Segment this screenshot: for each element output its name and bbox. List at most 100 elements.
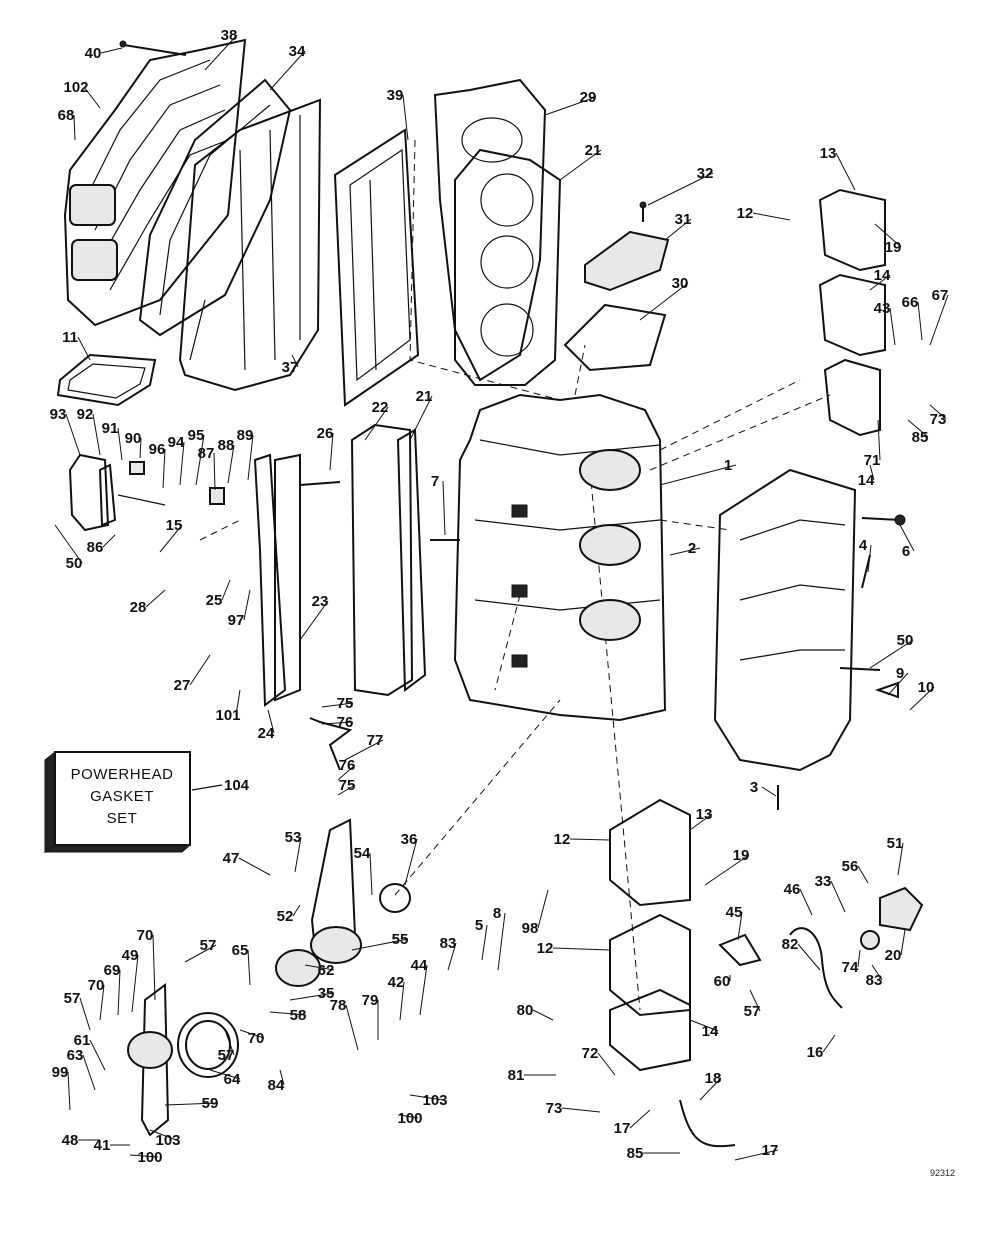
callout-leader-100: [399, 1114, 419, 1119]
callout-51: 51: [887, 835, 904, 852]
callout-54: 54: [354, 845, 371, 862]
callout-leader-73: [929, 404, 947, 420]
cylinder-block: [453, 393, 667, 722]
callout-102: 102: [63, 79, 88, 96]
callout-67: 67: [932, 287, 949, 304]
callout-leader-90: [139, 437, 142, 459]
callout-leader-73: [561, 1107, 601, 1113]
callout-2: 2: [688, 540, 696, 557]
callout-103: 103: [422, 1092, 447, 1109]
callout-16: 16: [807, 1044, 824, 1061]
callout-leader-96: [162, 448, 166, 489]
callout-leader-15: [159, 524, 183, 553]
callout-62: 62: [318, 962, 335, 979]
callout-13: 13: [696, 806, 713, 823]
callout-68: 68: [58, 107, 75, 124]
callout-15: 15: [166, 517, 183, 534]
callout-96: 96: [149, 441, 166, 458]
bearing-set: [275, 949, 321, 987]
piston-ring-set: [177, 1012, 239, 1078]
callout-41: 41: [94, 1137, 111, 1154]
callout-55: 55: [392, 931, 409, 948]
callout-47: 47: [223, 850, 240, 867]
callout-87: 87: [198, 445, 215, 462]
callout-40: 40: [85, 45, 102, 62]
callout-52: 52: [277, 908, 294, 925]
callout-leader-28: [145, 589, 166, 608]
callout-leader-80: [532, 1009, 554, 1021]
callout-leader-78: [345, 1004, 359, 1051]
callout-leader-23: [299, 600, 329, 641]
callout-leader-37: [291, 354, 299, 368]
callout-61: 61: [74, 1032, 91, 1049]
carburetor-linkage: [309, 717, 353, 771]
callout-83: 83: [440, 935, 457, 952]
callout-26: 26: [317, 425, 334, 442]
callout-50: 50: [897, 632, 914, 649]
callout-leader-71: [877, 419, 881, 461]
callout-12: 12: [554, 831, 571, 848]
callout-23: 23: [312, 593, 329, 610]
callout-85: 85: [627, 1145, 644, 1162]
manifold-gasket: [396, 428, 427, 692]
callout-leader-87: [213, 452, 216, 491]
gasket-set-number: 104: [224, 777, 250, 794]
callout-leader-55: [351, 938, 409, 951]
callout-leader-85: [907, 419, 929, 438]
callout-42: 42: [388, 974, 405, 991]
callout-69: 69: [104, 962, 121, 979]
callout-leader-76: [321, 721, 354, 725]
callout-64: 64: [224, 1071, 241, 1088]
callout-leader-33: [830, 880, 846, 913]
callout-leader-34: [269, 50, 306, 91]
callout-leader-94: [179, 441, 185, 486]
callout-57: 57: [64, 990, 81, 1007]
callout-1: 1: [724, 457, 732, 474]
callout-leader-70: [99, 984, 105, 1021]
callout-17: 17: [614, 1120, 631, 1137]
callout-18: 18: [705, 1070, 722, 1087]
callout-leader-14: [869, 464, 875, 481]
callout-3: 3: [750, 779, 758, 796]
callout-66: 66: [902, 294, 919, 311]
callout-14: 14: [858, 472, 875, 489]
callout-leader-83: [871, 964, 883, 981]
thermostat-gasket: [563, 303, 667, 372]
callout-57: 57: [744, 1003, 761, 1020]
callout-leader-21: [409, 395, 433, 441]
callout-76: 76: [337, 714, 354, 731]
intake-cover-part: [63, 38, 247, 327]
exhaust-cover-gasket: [138, 78, 292, 337]
callout-49: 49: [122, 947, 139, 964]
callout-leader-10: [909, 686, 935, 711]
callout-56: 56: [842, 858, 859, 875]
callout-45: 45: [726, 904, 743, 921]
cylinder-head: [433, 78, 547, 382]
callout-leader-97: [243, 589, 251, 621]
callout-27: 27: [174, 677, 191, 694]
reed-valve-stack-top: [818, 188, 886, 437]
callout-leader-16: [822, 1034, 836, 1053]
callout-leader-89: [247, 434, 254, 481]
callout-leader-14: [869, 274, 891, 291]
callout-leader-29: [544, 96, 597, 116]
callout-14: 14: [702, 1023, 719, 1040]
callout-leader-67: [929, 294, 949, 346]
callout-22: 22: [372, 399, 389, 416]
gasket-set-line-3: SET: [107, 810, 138, 827]
callout-leader-26: [329, 432, 334, 471]
callout-88: 88: [218, 437, 235, 454]
callout-5: 5: [475, 917, 483, 934]
callout-leader-2: [669, 547, 701, 556]
callout-44: 44: [411, 957, 428, 974]
callout-48: 48: [62, 1132, 79, 1149]
callout-leader-95: [195, 434, 205, 486]
callout-28: 28: [130, 599, 147, 616]
callout-53: 53: [285, 829, 302, 846]
callout-leader-12: [569, 838, 611, 841]
callout-leader-68: [73, 114, 76, 141]
callout-75: 75: [339, 777, 356, 794]
callout-31: 31: [675, 211, 692, 228]
callout-34: 34: [289, 43, 306, 60]
callout-leader-17: [629, 1109, 651, 1129]
